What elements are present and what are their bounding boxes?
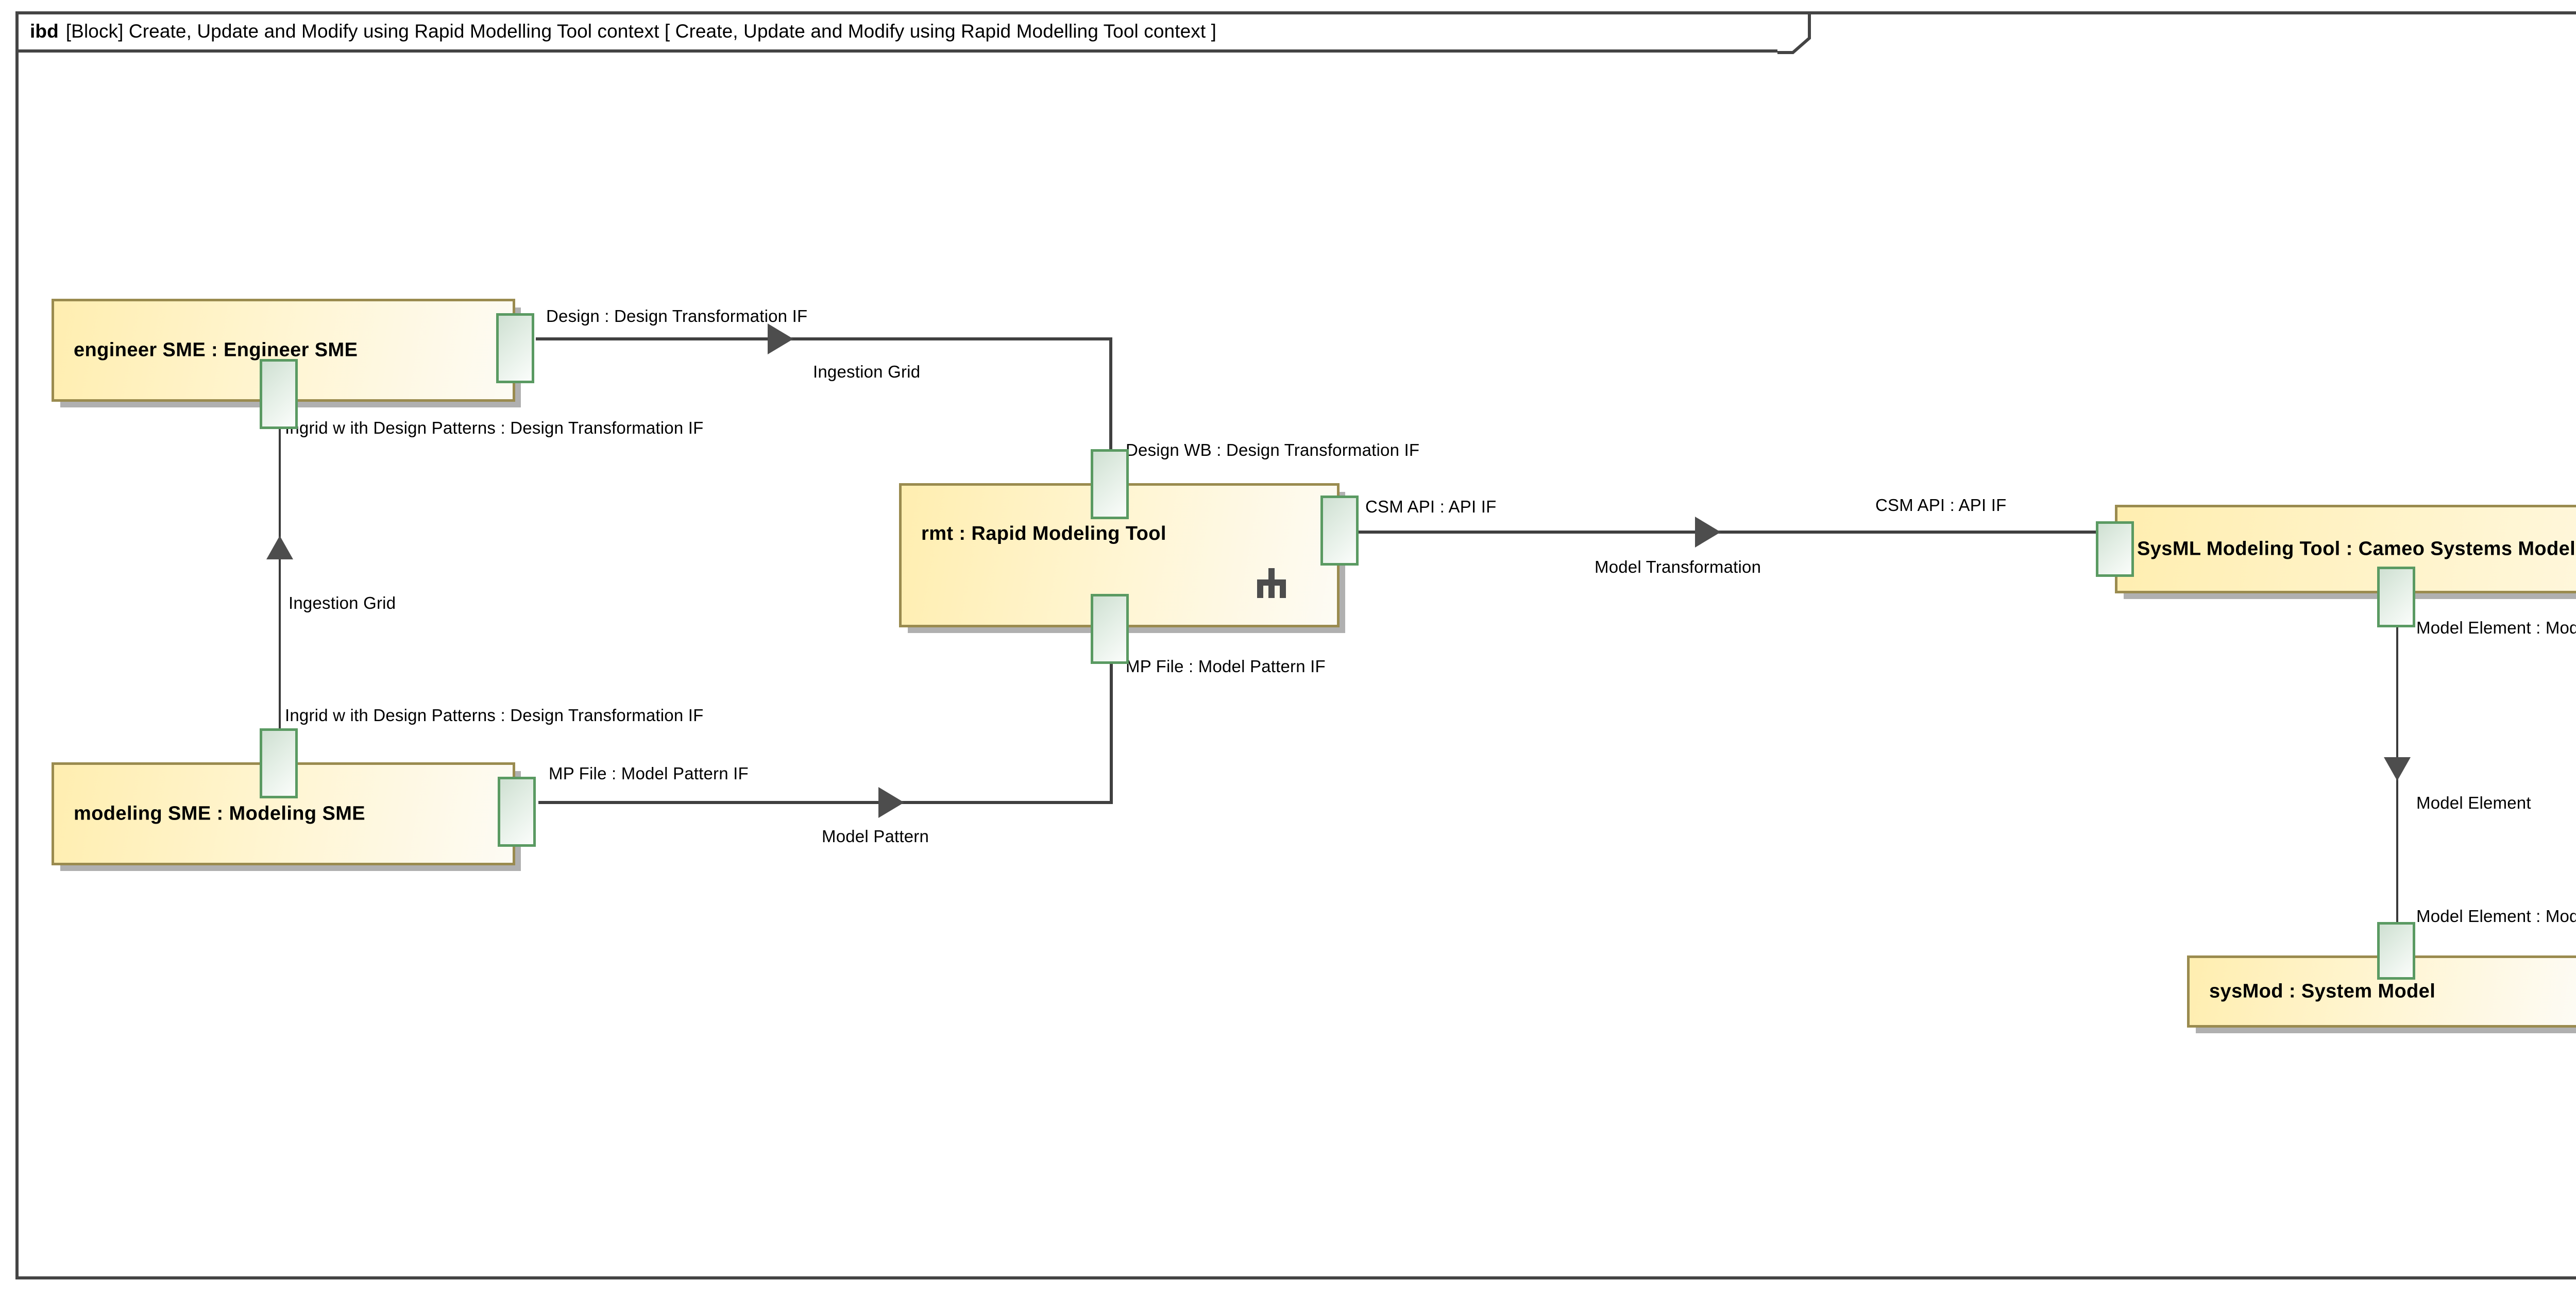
part-sysml-tool[interactable]: SysML Modeling Tool : Cameo Systems Mode… bbox=[2115, 505, 2576, 593]
port-label-engineer-sme-ingrid: Ingrid w ith Design Patterns : Design Tr… bbox=[285, 418, 704, 437]
port-sysmod-modelelement[interactable] bbox=[2377, 922, 2415, 980]
port-engineer-sme-ingrid[interactable] bbox=[260, 359, 298, 429]
port-label-engineer-sme-design: Design : Design Transformation IF bbox=[546, 306, 808, 326]
part-modeling-sme-label: modeling SME : Modeling SME bbox=[74, 802, 366, 825]
part-rmt-label: rmt : Rapid Modeling Tool bbox=[921, 523, 1166, 544]
tab-bevel-icon bbox=[1777, 11, 1811, 54]
arrowhead-ingestion-grid-return bbox=[266, 536, 293, 559]
port-label-modeling-sme-ingrid: Ingrid w ith Design Patterns : Design Tr… bbox=[285, 706, 704, 725]
arrowhead-model-element bbox=[2384, 757, 2411, 781]
part-engineer-sme-label: engineer SME : Engineer SME bbox=[74, 339, 358, 361]
diagram-title: ibd [Block] Create, Update and Modify usi… bbox=[30, 21, 1216, 42]
connector-ingestion-grid-return-v bbox=[279, 391, 281, 747]
diagram-frame-tab-bevel bbox=[1777, 11, 1839, 54]
arrowhead-model-transformation bbox=[1695, 517, 1721, 548]
connector-label-ingestion-grid-return: Ingestion Grid bbox=[289, 593, 396, 612]
port-modeling-sme-ingrid[interactable] bbox=[260, 728, 298, 798]
port-label-rmt-csmapi: CSM API : API IF bbox=[1365, 497, 1497, 516]
port-engineer-sme-design[interactable] bbox=[496, 313, 534, 383]
diagram-title-text: [Block] Create, Update and Modify using … bbox=[65, 21, 1216, 42]
port-rmt-designwb[interactable] bbox=[1091, 449, 1129, 519]
connector-model-pattern-v bbox=[1110, 618, 1113, 804]
connector-label-model-transformation: Model Transformation bbox=[1595, 557, 1761, 576]
port-sysml-tool-modelelement[interactable] bbox=[2377, 567, 2415, 627]
part-sysmod-label: sysMod : System Model bbox=[2209, 980, 2436, 1002]
arrowhead-ingestion-grid-design bbox=[768, 323, 793, 354]
connector-label-model-pattern: Model Pattern bbox=[822, 827, 929, 846]
diagram-kind: ibd bbox=[30, 21, 59, 42]
port-rmt-csmapi[interactable] bbox=[1320, 496, 1359, 566]
arrowhead-model-pattern bbox=[878, 787, 904, 818]
port-sysml-tool-csmapi[interactable] bbox=[2096, 521, 2134, 577]
composite-structure-icon bbox=[1257, 568, 1286, 598]
connector-ingestion-grid-design-v bbox=[1109, 337, 1112, 466]
port-label-modeling-sme-mpfile: MP File : Model Pattern IF bbox=[549, 764, 749, 783]
port-modeling-sme-mpfile[interactable] bbox=[498, 777, 536, 847]
diagram-frame-tab bbox=[15, 11, 1777, 53]
port-label-sysml-tool-csmapi: CSM API : API IF bbox=[1875, 496, 2007, 515]
connector-label-model-element: Model Element bbox=[2416, 793, 2531, 812]
part-sysml-tool-label: SysML Modeling Tool : Cameo Systems Mode… bbox=[2137, 538, 2576, 560]
port-label-sysml-tool-modelelement: Model Element : Model Element IF bbox=[2416, 618, 2576, 637]
port-label-rmt-designwb: Design WB : Design Transformation IF bbox=[1126, 440, 1420, 459]
connector-model-pattern-h bbox=[538, 801, 1113, 804]
diagram-frame bbox=[15, 11, 2576, 1279]
connector-label-ingestion-grid-design: Ingestion Grid bbox=[813, 362, 921, 381]
port-label-rmt-mpfile: MP File : Model Pattern IF bbox=[1126, 657, 1326, 676]
connector-ingestion-grid-design-h bbox=[536, 337, 1112, 340]
port-rmt-mpfile[interactable] bbox=[1091, 594, 1129, 664]
port-label-sysmod-modelelement: Model Element : Model Element IF bbox=[2416, 907, 2576, 926]
